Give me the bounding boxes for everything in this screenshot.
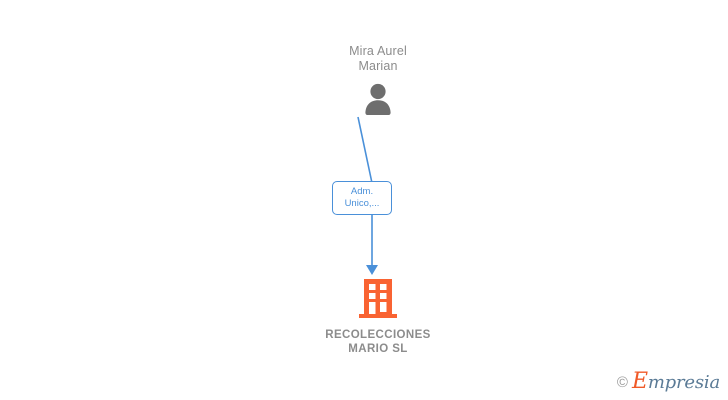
person-silhouette-icon (365, 83, 391, 115)
company-node[interactable]: RECOLECCIONES MARIO SL (268, 277, 488, 356)
connector-person-to-label (357, 116, 373, 184)
person-name-label: Mira Aurel Marian (349, 44, 407, 73)
copyright-icon: © (616, 373, 628, 391)
wordmark-rest: mpresia (647, 372, 720, 393)
company-name-label: RECOLECCIONES MARIO SL (325, 329, 431, 355)
relationship-label-line-2: Unico,... (344, 198, 380, 209)
relationship-label-box[interactable]: Adm. Unico,... (332, 181, 392, 215)
connector-arrowhead (366, 265, 378, 275)
office-building-icon (359, 279, 397, 318)
person-node[interactable]: Mira Aurel Marian (278, 44, 478, 115)
empresia-watermark: © Empresia (617, 371, 720, 393)
empresia-wordmark: Empresia (632, 371, 720, 393)
wordmark-initial: E (631, 369, 648, 394)
relationship-label-line-1: Adm. (350, 186, 374, 197)
